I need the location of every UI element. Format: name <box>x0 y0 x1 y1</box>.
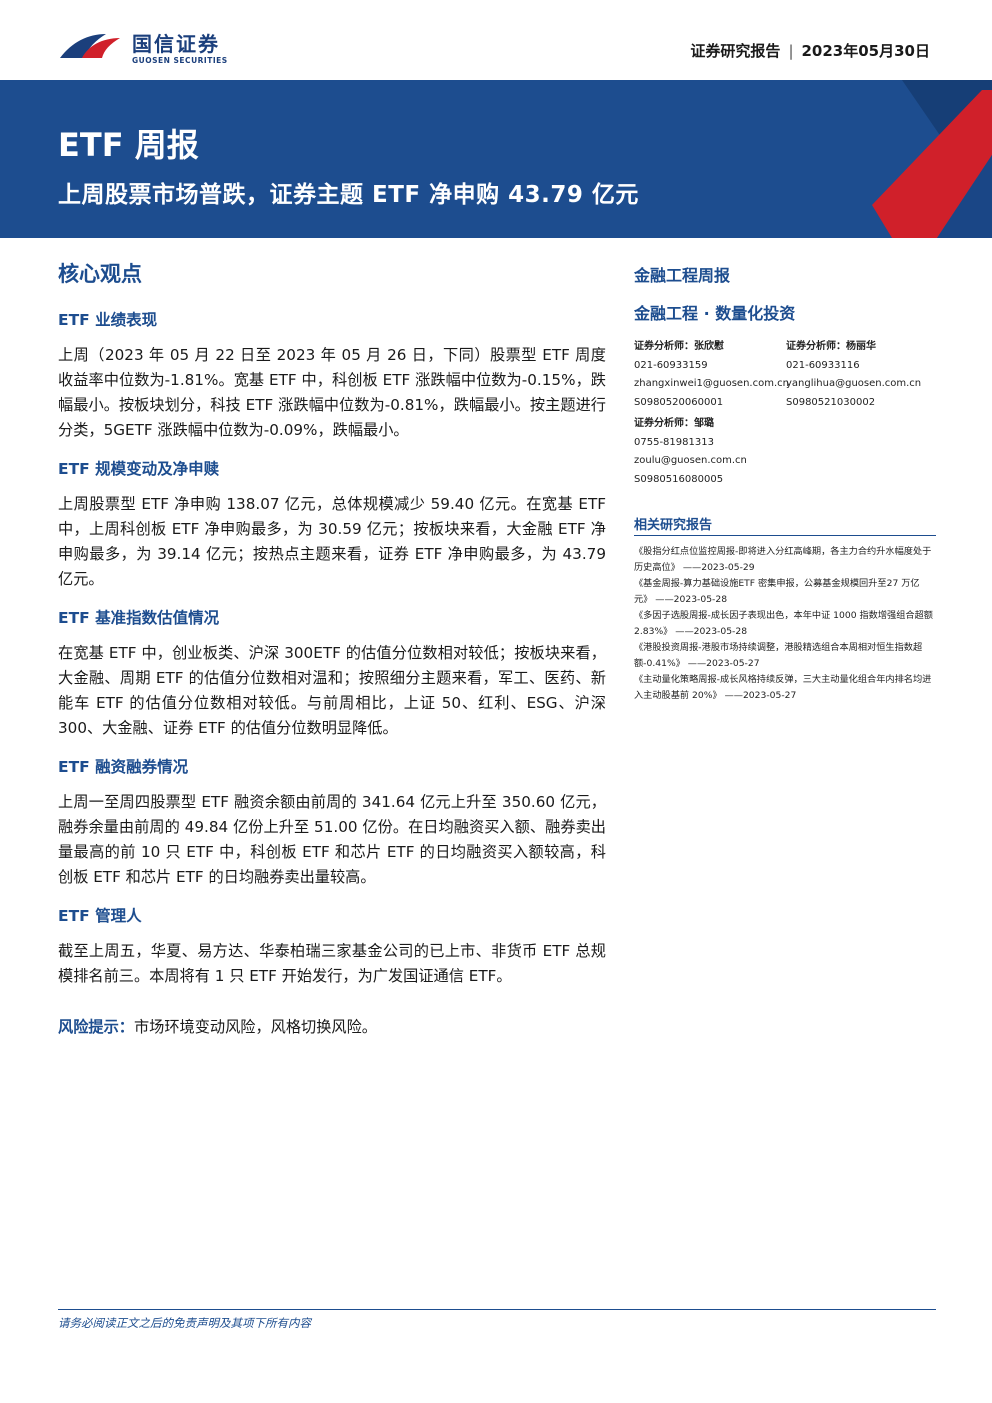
analyst-phone: 021-60933116 <box>786 359 860 371</box>
report-series: 金融工程周报 <box>634 266 731 285</box>
section-heading: ETF 管理人 <box>58 907 142 925</box>
analyst-phone: 0755-81981313 <box>634 436 714 448</box>
report-subtitle: 上周股票市场普跌，证券主题 ETF 净申购 43.79 亿元 <box>58 182 639 208</box>
footer-disclaimer: 请务必阅读正文之后的免责声明及其项下所有内容 <box>58 1316 311 1330</box>
analyst-email[interactable]: yanglihua@guosen.com.cn <box>786 378 922 389</box>
analyst-title: 证券分析师：张欣慰 <box>634 341 724 352</box>
analyst-license: S0980521030002 <box>786 396 876 408</box>
analyst-phone: 021-60933159 <box>634 359 708 371</box>
guosen-logo-icon <box>60 34 120 58</box>
risk-warning: 风险提示：市场环境变动风险，风格切换风险。 <box>58 1015 606 1040</box>
section-text: 上周一至周四股票型 ETF 融资余额由前周的 341.64 亿元上升至 350.… <box>58 793 606 886</box>
analyst-license: S0980520060001 <box>634 396 724 408</box>
sidebar: 金融工程周报 金融工程 · 数量化投资 证券分析师：张欣慰 021-609331… <box>634 258 936 704</box>
related-report-item[interactable]: 《主动量化策略周报-成长风格持续反弹，三大主动量化组合年内排名均进入主动股基前 … <box>634 674 932 701</box>
report-category: 金融工程 · 数量化投资 <box>634 304 796 323</box>
section-heading: ETF 基准指数估值情况 <box>58 609 220 627</box>
related-report-item[interactable]: 《港股投资周报-港股市场持续调整，港股精选组合本周相对恒生指数超额-0.41%》… <box>634 642 923 669</box>
section-text: 在宽基 ETF 中，创业板类、沪深 300ETF 的估值分位数相对较低；按板块来… <box>58 644 606 737</box>
banner-decoration-shape <box>872 80 992 238</box>
logo-cn-text: 国信证券 <box>132 32 220 56</box>
section-heading: ETF 业绩表现 <box>58 311 158 329</box>
analyst-license: S0980516080005 <box>634 473 724 485</box>
section-text: 截至上周五，华夏、易方达、华泰柏瑞三家基金公司的已上市、非货币 ETF 总规模排… <box>58 942 606 985</box>
title-banner: ETF 周报 上周股票市场普跌，证券主题 ETF 净申购 43.79 亿元 <box>0 80 992 238</box>
analyst-title: 证券分析师：杨丽华 <box>786 341 876 352</box>
analyst-card: 证券分析师：张欣慰 021-60933159 zhangxinwei1@guos… <box>634 338 789 412</box>
related-reports-heading: 相关研究报告 <box>634 514 936 536</box>
related-report-item[interactable]: 《多因子选股周报-成长因子表现出色，本年中证 1000 指数增强组合超额 2.8… <box>634 610 933 637</box>
related-report-item[interactable]: 《股指分红点位监控周报-即将进入分红高峰期，各主力合约升水幅度处于历史高位》 —… <box>634 546 932 573</box>
main-content: 核心观点 ETF 业绩表现 上周（2023 年 05 月 22 日至 2023 … <box>58 258 606 1040</box>
analyst-card: 证券分析师：邹璐 0755-81981313 zoulu@guosen.com.… <box>634 415 747 489</box>
analyst-email[interactable]: zhangxinwei1@guosen.com.cn <box>634 378 789 389</box>
related-report-item[interactable]: 《基金周报-算力基础设施ETF 密集申报，公募基金规模回升至27 万亿元》 ——… <box>634 578 920 605</box>
risk-label: 风险提示： <box>58 1018 134 1036</box>
section-text: 上周（2023 年 05 月 22 日至 2023 年 05 月 26 日，下同… <box>58 346 606 439</box>
company-logo: 国信证券 GUOSEN SECURITIES <box>58 24 238 70</box>
logo-en-text: GUOSEN SECURITIES <box>132 56 228 65</box>
section-text: 上周股票型 ETF 净申购 138.07 亿元，总体规模减少 59.40 亿元。… <box>58 495 606 588</box>
analyst-email[interactable]: zoulu@guosen.com.cn <box>634 455 747 466</box>
analyst-card: 证券分析师：杨丽华 021-60933116 yanglihua@guosen.… <box>786 338 921 412</box>
section-heading: ETF 融资融券情况 <box>58 758 189 776</box>
section-heading: ETF 规模变动及净申赎 <box>58 460 220 478</box>
footer-divider <box>58 1309 936 1310</box>
report-type: 证券研究报告 <box>690 42 781 60</box>
report-date: 2023年05月30日 <box>801 42 931 60</box>
report-meta: 证券研究报告 | 2023年05月30日 <box>690 40 930 61</box>
related-reports-list: 《股指分红点位监控周报-即将进入分红高峰期，各主力合约升水幅度处于历史高位》 —… <box>634 544 936 703</box>
risk-text: 市场环境变动风险，风格切换风险。 <box>133 1018 377 1036</box>
analyst-list: 证券分析师：张欣慰 021-60933159 zhangxinwei1@guos… <box>634 338 936 508</box>
core-heading: 核心观点 <box>58 262 142 286</box>
report-title: ETF 周报 <box>58 126 199 164</box>
analyst-title: 证券分析师：邹璐 <box>634 418 714 429</box>
meta-separator: | <box>788 42 794 60</box>
